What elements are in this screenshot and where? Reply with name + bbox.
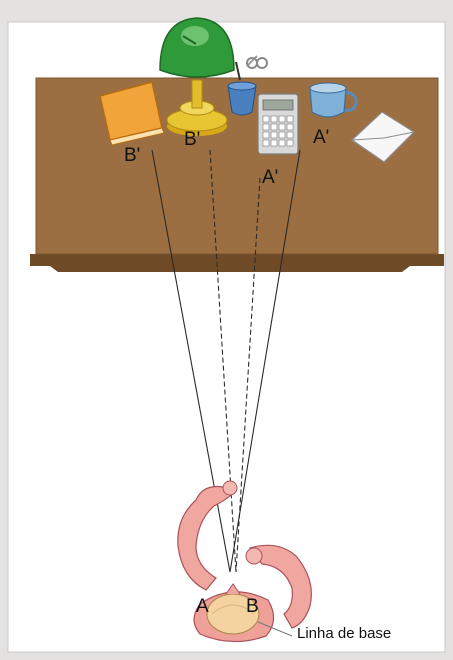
label-a-prime-calculator: A': [262, 168, 278, 187]
label-b-prime-book: B': [124, 146, 140, 165]
right-hand: [246, 548, 262, 564]
desk-edge: [30, 254, 444, 272]
mug-rim: [310, 83, 346, 93]
calculator: [258, 94, 298, 154]
lamp-stem: [192, 80, 202, 108]
label-b-prime-lamp: B': [184, 130, 200, 149]
calculator-display: [263, 100, 293, 110]
label-eye-a: A: [196, 597, 209, 616]
left-hand: [223, 481, 237, 495]
label-baseline: Linha de base: [297, 626, 391, 641]
label-a-prime-cup: A': [313, 128, 329, 147]
label-eye-b: B: [246, 597, 259, 616]
cup-rim: [228, 82, 256, 90]
